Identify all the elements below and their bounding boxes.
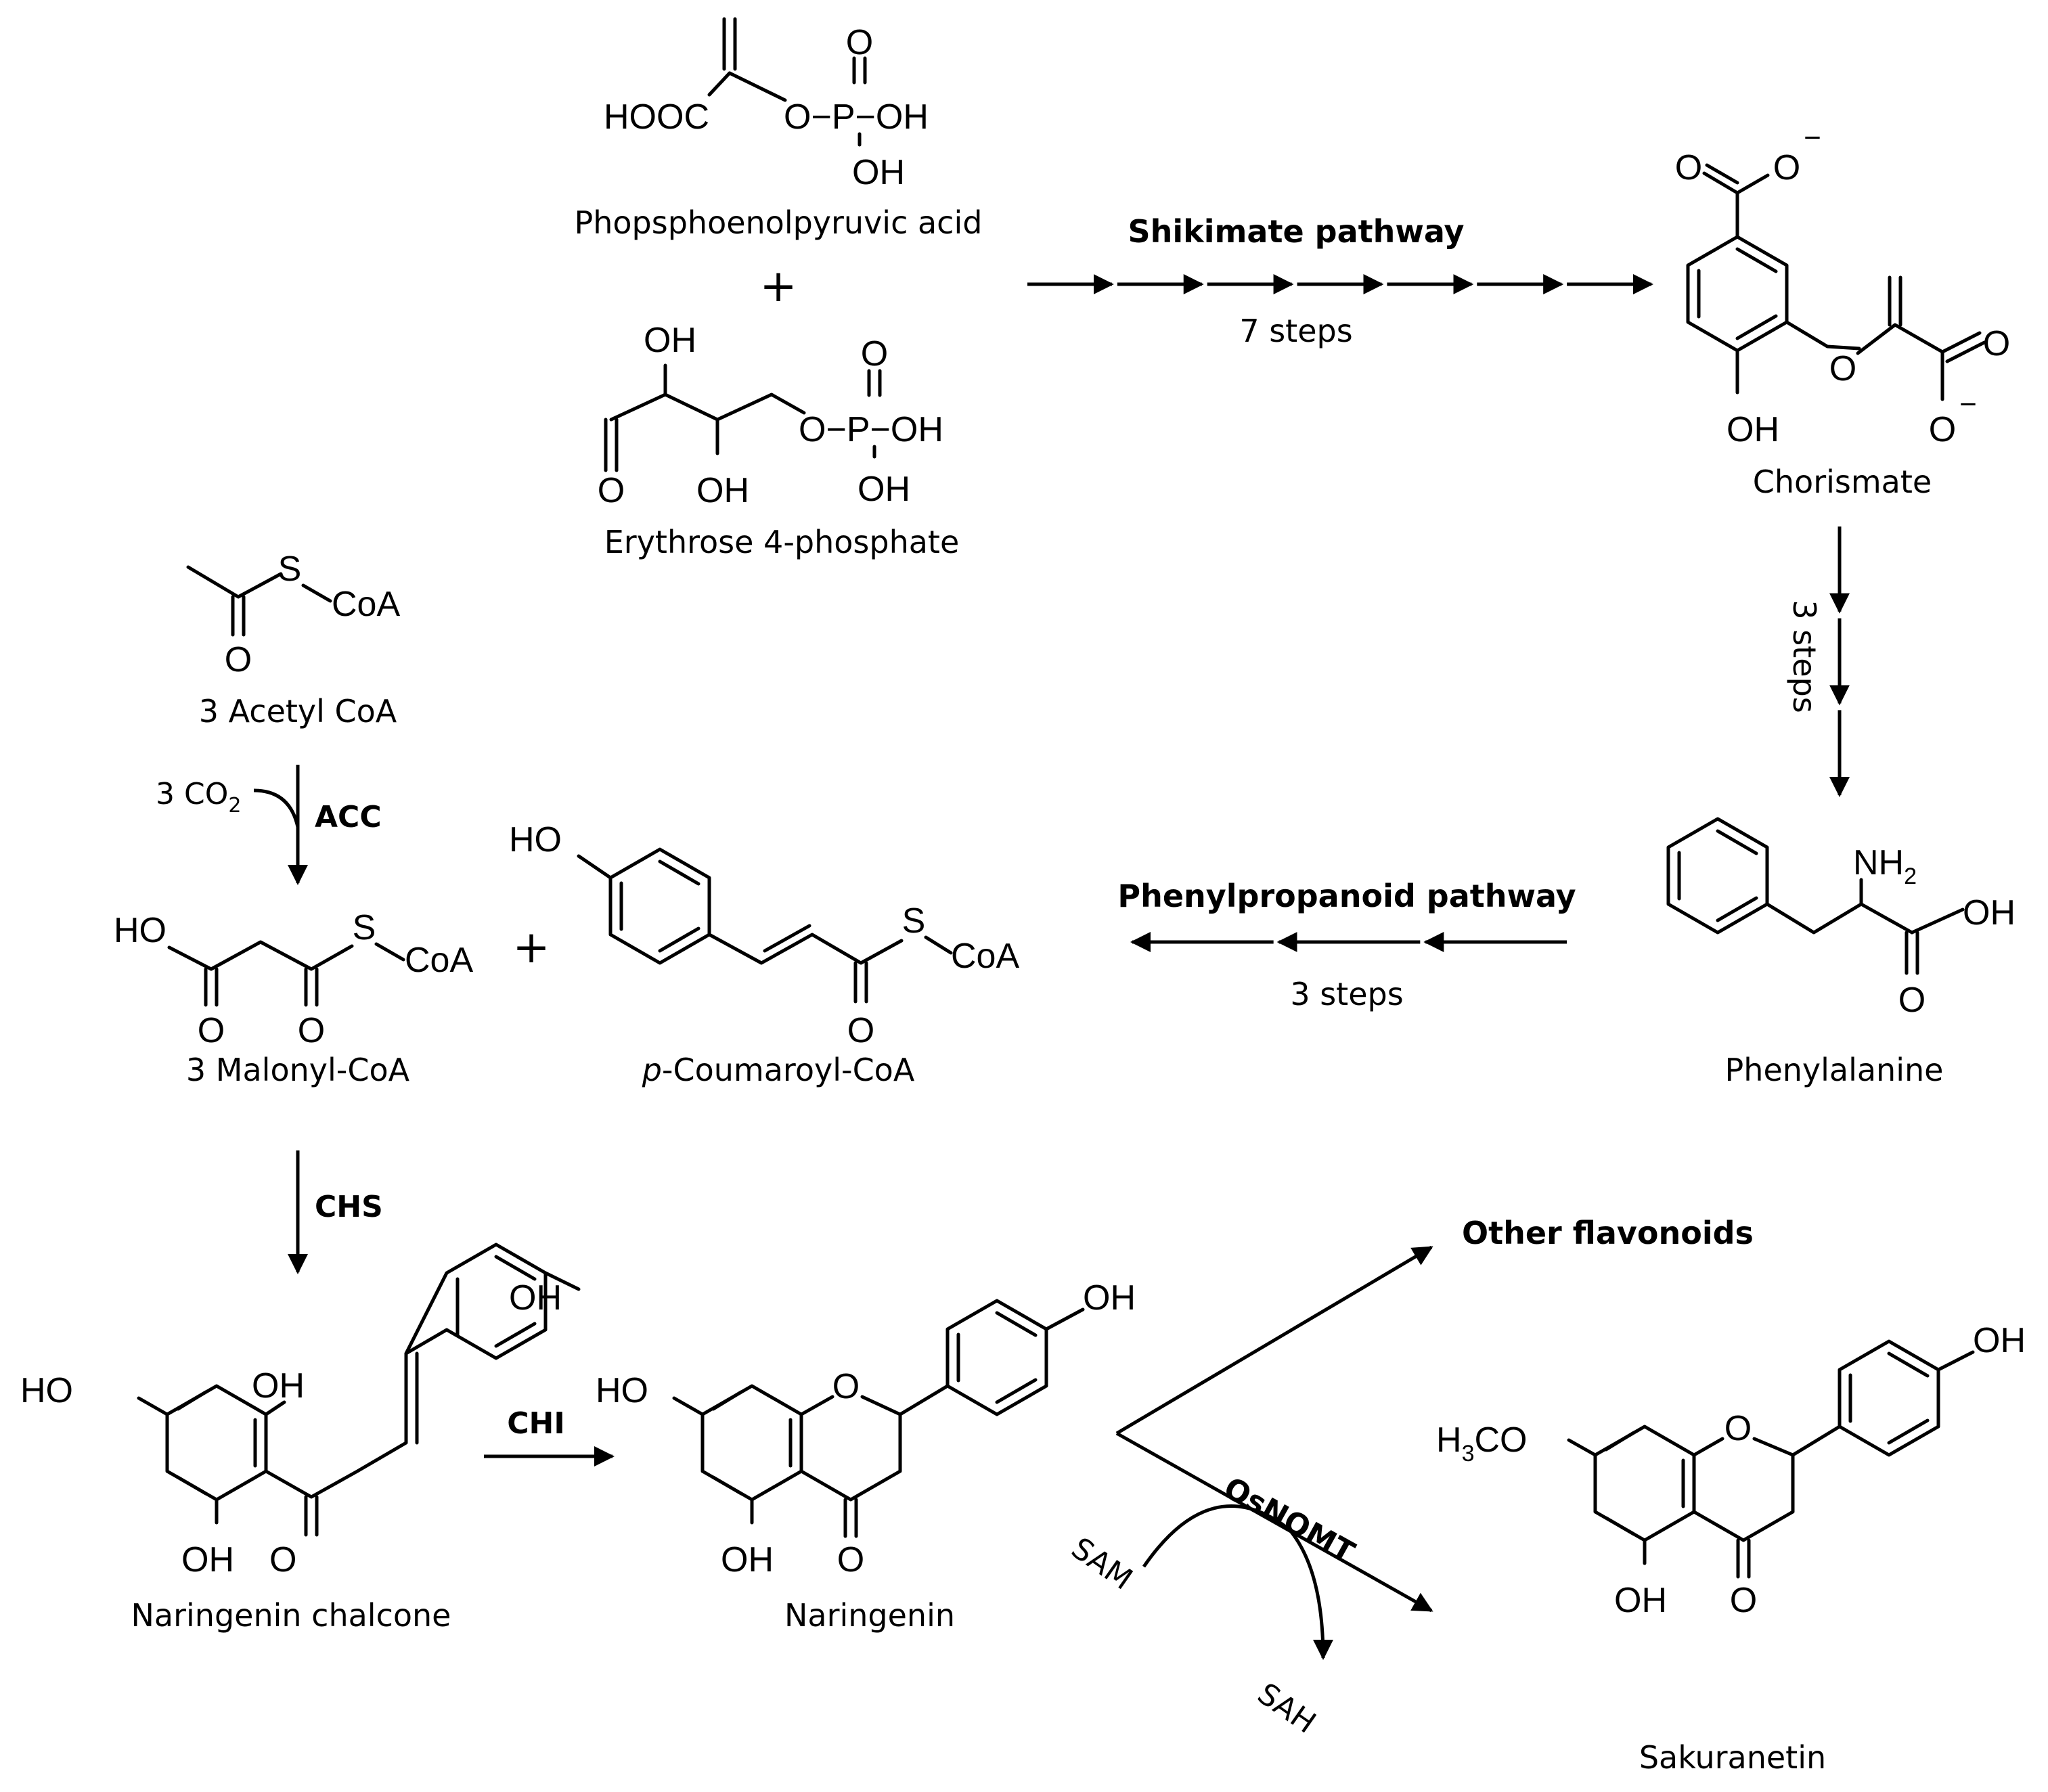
chorismate-charge-top: − bbox=[1804, 121, 1821, 154]
e4p-oh-top: OH bbox=[644, 321, 696, 360]
sam-label: SAM bbox=[1065, 1531, 1139, 1596]
malonyl-coa-label: CoA bbox=[405, 941, 473, 980]
sakuranetin-carbonyl-o: O bbox=[1730, 1581, 1757, 1620]
chi-label: CHI bbox=[507, 1406, 565, 1441]
e4p-phosphoryl-o: O bbox=[861, 334, 888, 374]
e4p-p-oh: OH bbox=[858, 470, 910, 509]
malonyl-coa-structure: HO S CoA O O bbox=[114, 908, 473, 1050]
malonyl-o-right: O bbox=[298, 1011, 325, 1050]
chorismate-side-carbonyl-o: O bbox=[1983, 324, 2010, 363]
chalcone-oh-right: OH bbox=[509, 1278, 562, 1318]
arrow-to-sakuranetin bbox=[1115, 1431, 1433, 1613]
phe-carboxyl-oh: OH bbox=[1963, 893, 2016, 933]
chorismate-phe-steps: 3 steps bbox=[1786, 600, 1823, 713]
other-flavonoids-label: Other flavonoids bbox=[1462, 1215, 1754, 1251]
e4p-oh-bottom: OH bbox=[696, 471, 749, 510]
naringenin-oh-bottom: OH bbox=[721, 1540, 774, 1580]
sakuranetin-methoxy-label: H3CO bbox=[1436, 1420, 1527, 1466]
e4p-aldehyde-o: O bbox=[598, 471, 625, 510]
chorismate-carboxylate-o: O bbox=[1773, 148, 1800, 187]
phenylpropanoid-pathway-title: Phenylpropanoid pathway bbox=[1117, 878, 1576, 914]
malonyl-o-left: O bbox=[198, 1011, 225, 1050]
shikimate-pathway-title: Shikimate pathway bbox=[1128, 213, 1465, 250]
arrow-to-other-flavonoids bbox=[1115, 1245, 1433, 1435]
p-coumaroyl-coa-structure: HO S CoA O bbox=[509, 820, 1019, 1050]
acetyl-coa-name: 3 Acetyl CoA bbox=[199, 693, 397, 730]
p-coumaroyl-coa-name: p-Coumaroyl-CoA bbox=[642, 1052, 915, 1088]
pep-name: Phopsphoenolpyruvic acid bbox=[575, 204, 983, 241]
sakuranetin-ring-o: O bbox=[1724, 1409, 1752, 1448]
malonyl-coa-name: 3 Malonyl-CoA bbox=[186, 1052, 410, 1088]
chorismate-name: Chorismate bbox=[1753, 464, 1932, 500]
chalcone-oh-top: OH bbox=[252, 1366, 305, 1406]
co2-curve bbox=[253, 788, 300, 828]
phe-amino-label: NH2 bbox=[1853, 843, 1917, 889]
naringenin-chalcone-name: Naringenin chalcone bbox=[131, 1597, 451, 1634]
coumaroyl-s-label: S bbox=[902, 901, 926, 941]
phe-carbonyl-o: O bbox=[1898, 981, 1925, 1020]
co2-label: 3 CO2 bbox=[156, 777, 241, 817]
coumaroyl-ho-label: HO bbox=[509, 820, 562, 859]
erythrose-4-phosphate-structure: O OH OH O−P−OH O OH bbox=[598, 321, 943, 510]
pep-phosphoryl-o: O bbox=[846, 23, 873, 62]
naringenin-name: Naringenin bbox=[784, 1597, 955, 1634]
chorismate-ether-o: O bbox=[1829, 349, 1856, 388]
coumaroyl-coa-label: CoA bbox=[951, 937, 1019, 976]
e4p-name: Erythrose 4-phosphate bbox=[604, 524, 960, 560]
phenylalanine-structure: NH2 OH O bbox=[1666, 817, 2016, 1020]
chorismate-carbonyl-o: O bbox=[1675, 148, 1702, 187]
naringenin-ho-left: HO bbox=[596, 1371, 648, 1410]
acetyl-coa-label: CoA bbox=[332, 585, 400, 624]
acetyl-carbonyl-o: O bbox=[225, 640, 252, 679]
phenylalanine-name: Phenylalanine bbox=[1725, 1052, 1944, 1088]
malonyl-ho-label: HO bbox=[114, 911, 166, 950]
chorismate-structure: O O − OH O O O − bbox=[1675, 121, 2010, 449]
sah-label: SAH bbox=[1251, 1676, 1322, 1741]
chorismate-side-carboxylate-o: O bbox=[1929, 410, 1956, 449]
coumaroyl-carbonyl-o: O bbox=[847, 1011, 874, 1050]
sakuranetin-structure: H3CO OH O O OH bbox=[1436, 1321, 2026, 1620]
pep-p-oh: OH bbox=[852, 153, 905, 192]
naringenin-ring-o: O bbox=[832, 1367, 860, 1406]
plus-sign-middle: + bbox=[512, 921, 550, 973]
chorismate-charge-side: − bbox=[1959, 388, 1977, 421]
naringenin-oh-right: OH bbox=[1083, 1278, 1136, 1318]
chalcone-carbonyl-o: O bbox=[269, 1540, 296, 1580]
sakuranetin-oh-bottom: OH bbox=[1614, 1581, 1667, 1620]
chs-label: CHS bbox=[315, 1190, 383, 1224]
naringenin-carbonyl-o: O bbox=[837, 1540, 864, 1580]
osnomt-label: OsNOMT bbox=[1218, 1471, 1360, 1570]
e4p-ester-p-label: O−P−OH bbox=[799, 410, 943, 449]
chorismate-phenol-oh: OH bbox=[1727, 410, 1779, 449]
acc-label: ACC bbox=[315, 800, 382, 834]
hooc-label: HOOC bbox=[604, 97, 709, 137]
phosphoenolpyruvic-acid-structure: HOOC O−P−OH O OH bbox=[604, 17, 929, 192]
malonyl-s-label: S bbox=[353, 908, 376, 947]
sakuranetin-name: Sakuranetin bbox=[1639, 1739, 1826, 1776]
sam-sah-curve bbox=[1142, 1504, 1333, 1660]
acetyl-coa-structure: S CoA O bbox=[186, 550, 400, 679]
plus-sign-top: + bbox=[759, 260, 797, 312]
chalcone-oh-bottom: OH bbox=[181, 1540, 234, 1580]
phenylpropanoid-steps: 3 steps bbox=[1290, 976, 1403, 1012]
sakuranetin-oh-right: OH bbox=[1973, 1321, 2026, 1360]
pep-ester-p-label: O−P−OH bbox=[784, 97, 929, 137]
naringenin-structure: HO OH O O OH bbox=[596, 1278, 1136, 1580]
chalcone-ho-left: HO bbox=[20, 1371, 73, 1410]
naringenin-chalcone-structure: HO OH OH O OH bbox=[20, 1242, 581, 1580]
shikimate-steps: 7 steps bbox=[1239, 313, 1352, 349]
acetyl-s-label: S bbox=[278, 550, 302, 589]
